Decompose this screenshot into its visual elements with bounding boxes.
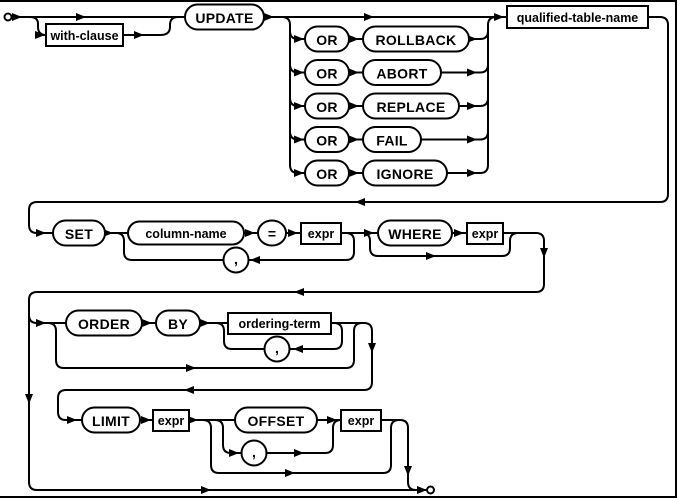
node-qualified-table-name[interactable]: qualified-table-name	[506, 5, 649, 29]
or-oval-5	[304, 159, 350, 187]
node-or-replace: OR REPLACE	[304, 92, 460, 120]
comma-label-2: ,	[275, 340, 279, 356]
node-set: SET	[52, 219, 106, 247]
node-offset: OFFSET	[234, 406, 318, 434]
flow-lines	[12, 13, 669, 494]
equals-circle	[257, 219, 287, 247]
or-oval-3	[304, 92, 350, 120]
node-equals: =	[257, 219, 287, 247]
limit-label: LIMIT	[92, 413, 130, 429]
comma-circle-1	[222, 246, 250, 274]
or-oval-1	[304, 25, 350, 53]
or-label-3: OR	[316, 99, 338, 115]
node-limit: LIMIT	[81, 406, 141, 434]
replace-label: REPLACE	[377, 99, 446, 115]
node-update: UPDATE	[184, 3, 265, 31]
replace-oval	[362, 92, 460, 120]
comma-label-3: ,	[252, 444, 256, 460]
qualified-table-name-label[interactable]: qualified-table-name	[517, 11, 639, 25]
offset-oval	[234, 406, 318, 434]
or-label-2: OR	[316, 66, 338, 82]
fail-oval	[362, 126, 422, 153]
comma-label-1: ,	[234, 251, 238, 267]
where-oval	[377, 219, 453, 247]
end-terminal-icon	[426, 485, 435, 495]
node-expr-offset[interactable]: expr	[340, 409, 382, 432]
or-label-5: OR	[316, 166, 338, 182]
update-oval	[184, 3, 265, 31]
or-label-4: OR	[316, 133, 338, 149]
order-oval	[65, 309, 143, 337]
qualified-table-name-box[interactable]	[506, 5, 649, 29]
comma-circle-2	[263, 335, 291, 363]
expr-label-2[interactable]: expr	[472, 227, 499, 241]
rollback-oval	[362, 25, 470, 53]
node-or-ignore: OR IGNORE	[304, 159, 448, 187]
abort-label: ABORT	[376, 66, 427, 82]
expr-box-3[interactable]	[152, 409, 190, 432]
limit-oval	[81, 406, 141, 434]
comma-circle-3	[240, 439, 268, 467]
node-by: BY	[155, 309, 201, 337]
node-comma-set-loop: ,	[222, 246, 250, 274]
expr-label-1[interactable]: expr	[308, 227, 335, 241]
equals-label: =	[268, 226, 276, 242]
order-label: ORDER	[78, 316, 130, 332]
node-with-clause[interactable]: with-clause	[45, 23, 124, 47]
node-or-rollback: OR ROLLBACK	[304, 25, 470, 53]
ordering-term-label[interactable]: ordering-term	[239, 317, 321, 331]
node-comma-offset: ,	[240, 439, 268, 467]
by-label: BY	[168, 316, 188, 332]
expr-label-3[interactable]: expr	[158, 414, 185, 428]
node-expr-where[interactable]: expr	[466, 222, 504, 245]
fail-label: FAIL	[376, 133, 408, 149]
node-expr-limit[interactable]: expr	[152, 409, 190, 432]
with-clause-label[interactable]: with-clause	[49, 29, 118, 43]
set-oval	[52, 219, 106, 247]
ignore-oval	[362, 159, 448, 187]
offset-label: OFFSET	[247, 413, 304, 429]
or-label-1: OR	[316, 32, 338, 48]
expr-box-4[interactable]	[340, 409, 382, 432]
expr-label-4[interactable]: expr	[348, 414, 375, 428]
ordering-term-box[interactable]	[227, 312, 332, 335]
ignore-label: IGNORE	[376, 166, 433, 182]
node-comma-orderby-loop: ,	[263, 335, 291, 363]
node-order: ORDER	[65, 309, 143, 337]
node-ordering-term[interactable]: ordering-term	[227, 312, 332, 335]
start-terminal-icon	[3, 12, 13, 22]
with-clause-box[interactable]	[45, 23, 124, 47]
expr-box-1[interactable]	[300, 222, 342, 245]
node-column-name[interactable]: column-name	[127, 220, 245, 246]
node-where: WHERE	[377, 219, 453, 247]
node-or-fail: OR FAIL	[304, 126, 422, 153]
node-or-abort: OR ABORT	[304, 59, 442, 86]
expr-box-2[interactable]	[466, 222, 504, 245]
column-name-oval[interactable]	[127, 220, 245, 246]
arrowheads	[12, 13, 548, 494]
or-oval-2	[304, 59, 350, 86]
node-expr-set[interactable]: expr	[300, 222, 342, 245]
where-label: WHERE	[388, 226, 442, 242]
set-label: SET	[65, 226, 93, 242]
by-oval	[155, 309, 201, 337]
column-name-label[interactable]: column-name	[145, 227, 226, 241]
rollback-label: ROLLBACK	[376, 32, 457, 48]
abort-oval	[362, 59, 442, 86]
update-label: UPDATE	[195, 10, 253, 26]
or-oval-4	[304, 126, 350, 153]
